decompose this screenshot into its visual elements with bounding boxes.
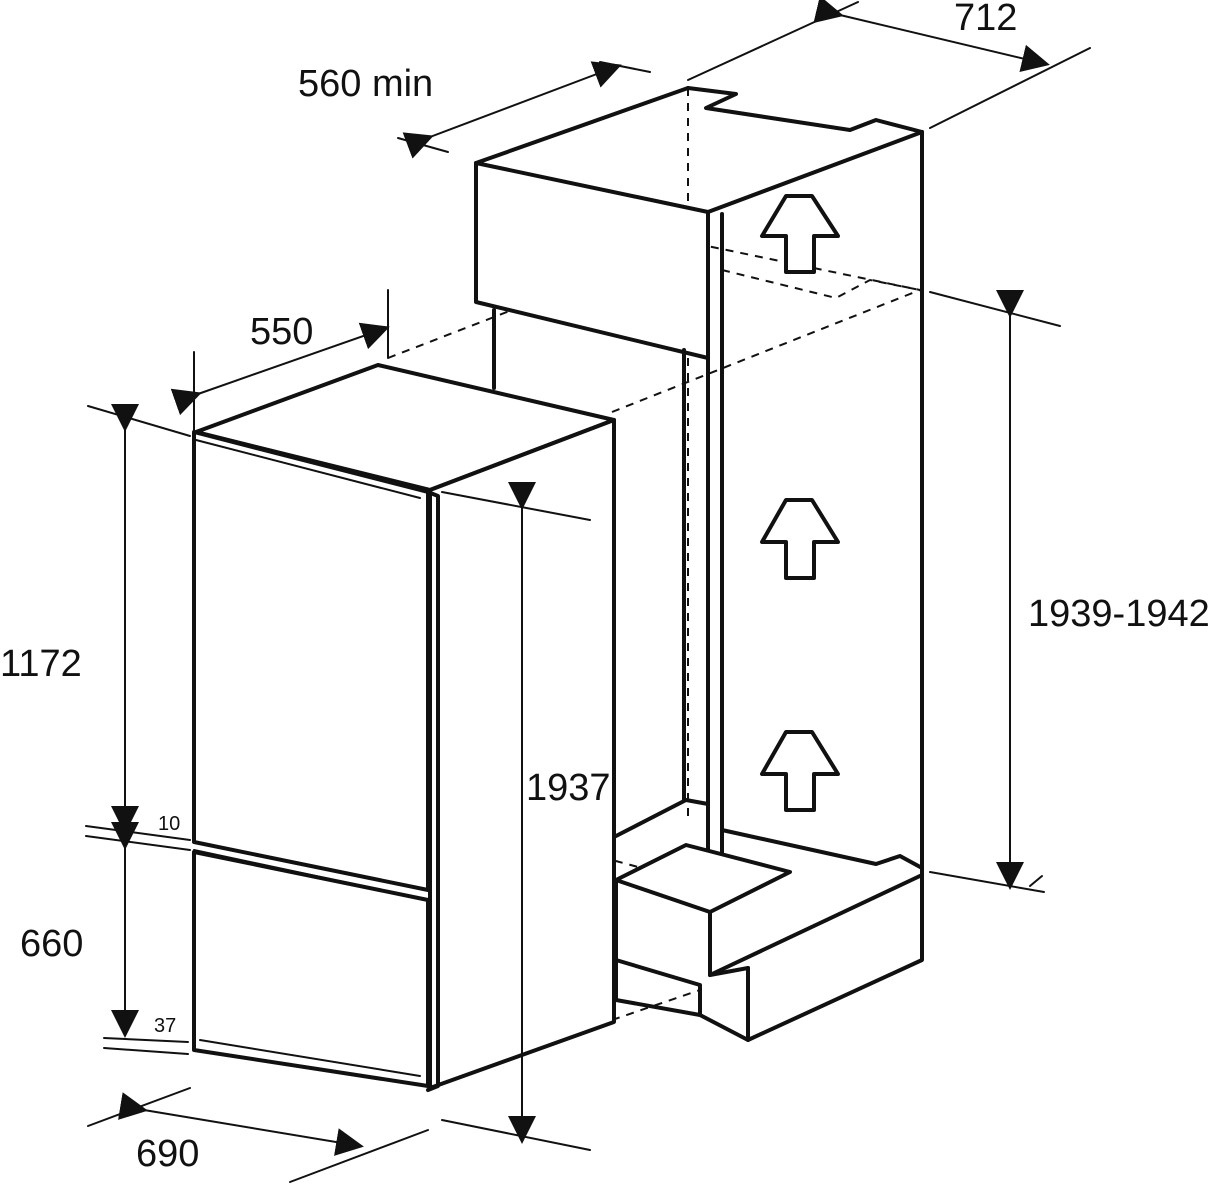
label-550: 550 xyxy=(250,311,313,353)
up-arrow-icon xyxy=(760,498,840,580)
label-660: 660 xyxy=(20,923,83,965)
label-690: 690 xyxy=(136,1133,199,1175)
up-arrow-icon xyxy=(760,194,840,274)
dimension-lines xyxy=(85,0,1091,1183)
label-1939-1942: 1939-1942 xyxy=(1028,593,1210,635)
label-1937: 1937 xyxy=(526,767,611,809)
cabinet-niche xyxy=(387,86,924,1042)
ventilation-arrows xyxy=(760,194,840,812)
label-37: 37 xyxy=(154,1015,176,1037)
label-1172: 1172 xyxy=(0,643,82,685)
label-10: 10 xyxy=(158,813,180,835)
up-arrow-icon xyxy=(760,730,840,812)
label-712: 712 xyxy=(954,0,1017,39)
label-560-min: 560 min xyxy=(298,63,433,105)
fridge-appliance xyxy=(192,363,616,1092)
